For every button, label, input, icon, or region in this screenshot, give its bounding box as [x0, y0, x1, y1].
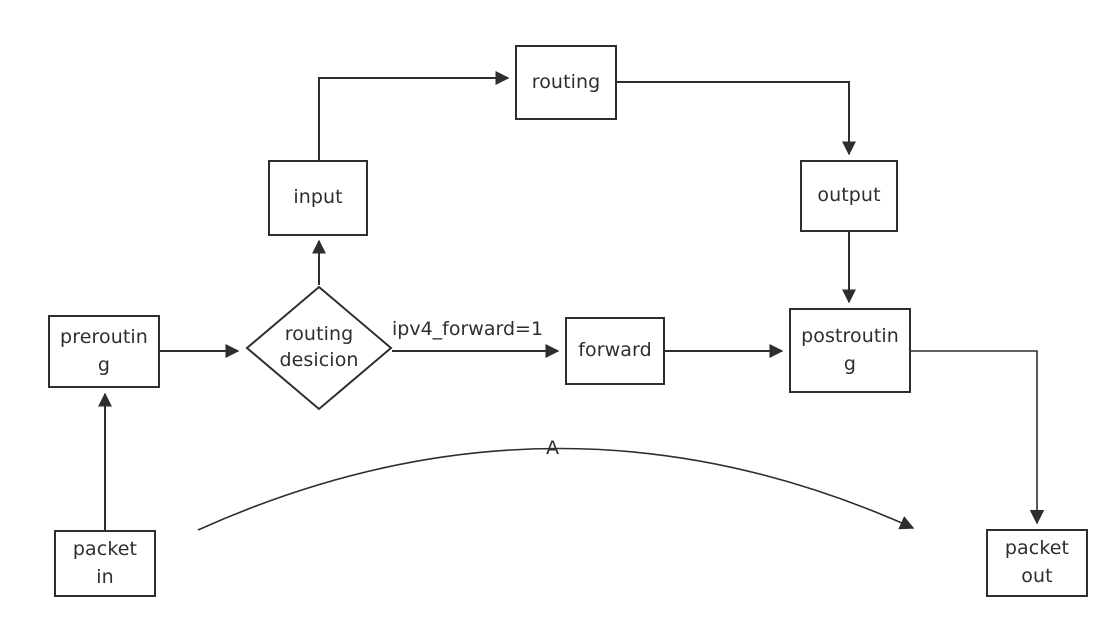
node-output[interactable]: output: [800, 160, 898, 232]
node-input[interactable]: input: [268, 160, 368, 236]
edge-input-to-routing: [318, 71, 510, 160]
node-routing-decision-line1: routing: [284, 323, 354, 346]
node-routing-decision-label: routing desicion: [245, 322, 393, 373]
node-packet-out[interactable]: packet out: [986, 529, 1088, 597]
edge-routing-to-output: [617, 81, 856, 156]
node-output-label: output: [817, 184, 881, 207]
node-packet-out-line1: packet: [1004, 537, 1070, 560]
node-routing[interactable]: routing: [515, 45, 617, 120]
edge-postrouting-to-packetout: [911, 350, 1045, 525]
node-packet-in-label: packet in: [56, 536, 154, 591]
node-input-label: input: [293, 186, 343, 209]
node-prerouting-label: prerouting: [60, 325, 148, 376]
edge-arc-a: [197, 447, 915, 531]
node-forward[interactable]: forward: [565, 317, 665, 385]
node-postrouting-label: postrouting: [801, 324, 899, 375]
node-routing-label: routing: [531, 70, 601, 93]
node-forward-label: forward: [578, 339, 652, 362]
node-packet-out-label: packet out: [988, 535, 1086, 590]
node-postrouting[interactable]: postrouting: [789, 308, 911, 393]
node-packet-out-line2: out: [1021, 565, 1053, 587]
arc-annotation-a: A: [546, 437, 559, 459]
node-routing-decision[interactable]: routing desicion: [245, 285, 393, 411]
diamond-shape: [245, 285, 393, 411]
node-packet-in[interactable]: packet in: [54, 530, 156, 597]
node-routing-decision-line2: desicion: [279, 349, 359, 371]
node-packet-in-line2: in: [96, 565, 114, 588]
edge-label-ipv4-forward: ipv4_forward=1: [392, 318, 544, 340]
node-prerouting[interactable]: prerouting: [48, 315, 160, 388]
node-packet-in-line1: packet: [72, 537, 138, 560]
